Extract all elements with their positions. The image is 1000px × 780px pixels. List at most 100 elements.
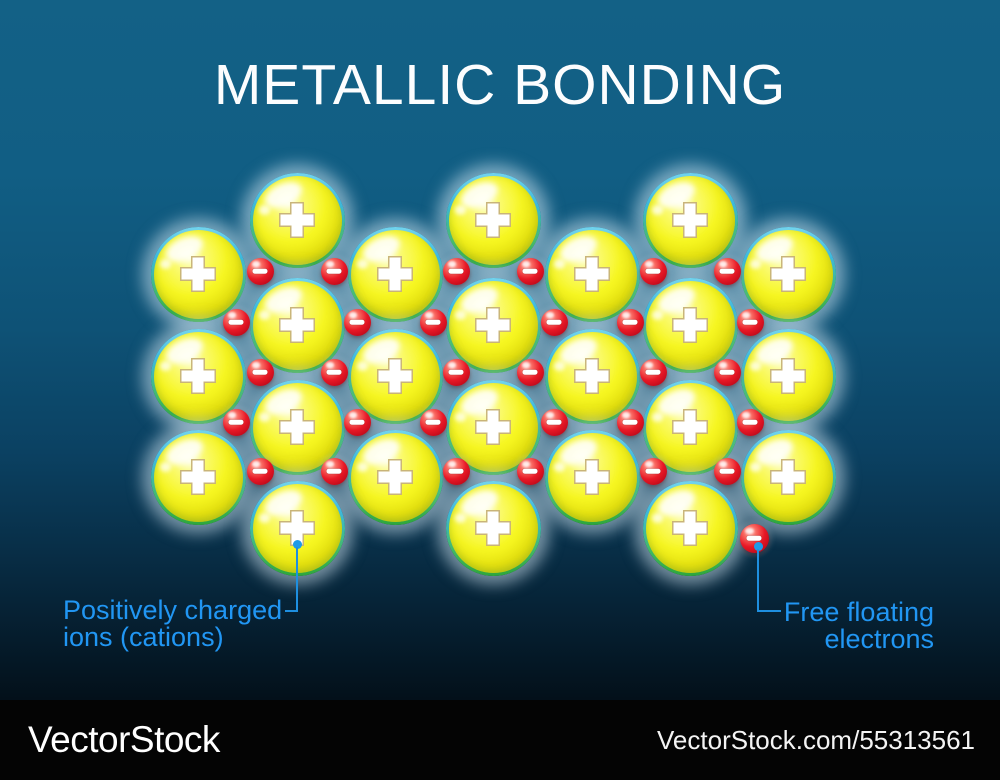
highlight-small [749,258,762,269]
cation-ion [150,328,246,424]
electron [222,408,250,436]
cation-ion [249,172,345,268]
highlight-small [454,204,467,215]
plus-icon [377,459,413,495]
plus-icon [475,202,511,238]
plus-icon [475,510,511,546]
plus-icon [574,459,610,495]
leader-dot [292,539,302,549]
electron [616,308,644,336]
cation-ion [544,328,640,424]
leader-dot [753,541,763,551]
minus-icon [719,268,735,274]
cations-label-line1: Positively charged [63,595,283,625]
electron [442,457,470,485]
electron [419,408,447,436]
electron [343,408,371,436]
electron [222,308,250,336]
plus-icon [279,202,315,238]
cation-ion [150,429,246,525]
minus-icon [746,535,762,541]
cation-ion [642,480,738,576]
cation-ion [347,328,443,424]
cation-ion [347,429,443,525]
minus-icon [349,419,365,425]
cation-ion [445,172,541,268]
electron [343,308,371,336]
electron [246,457,274,485]
plus-icon [672,202,708,238]
electron [713,358,741,386]
electron [442,257,470,285]
minus-icon [228,319,244,325]
minus-icon [448,268,464,274]
cation-ion [642,277,738,373]
electron [246,358,274,386]
highlight-small [553,258,566,269]
minus-icon [448,369,464,375]
plus-icon [377,256,413,292]
electron [516,457,544,485]
minus-icon [742,419,758,425]
electron [736,308,764,336]
minus-icon [425,319,441,325]
minus-icon [425,419,441,425]
electron [639,257,667,285]
leader-line-vertical [757,549,759,612]
electron [639,358,667,386]
highlight-small [553,360,566,371]
electron [320,257,348,285]
highlight-small [454,411,467,422]
cation-ion [445,277,541,373]
minus-icon [522,468,538,474]
leader-line-vertical [296,547,298,612]
minus-icon [546,319,562,325]
minus-icon [252,268,268,274]
image-credit: VectorStock.com/55313561 [657,724,975,755]
electron [516,358,544,386]
highlight-small [651,512,664,523]
cation-ion [544,429,640,525]
minus-icon [326,369,342,375]
electron [419,308,447,336]
leader-line-horizontal [285,610,297,612]
plus-icon [574,256,610,292]
minus-icon [622,319,638,325]
electron [320,358,348,386]
highlight-small [258,204,271,215]
minus-icon [228,419,244,425]
plus-icon [180,459,216,495]
vectorstock-logo: VectorStock [28,719,220,760]
highlight-small [454,309,467,320]
minus-icon [645,369,661,375]
cation-ion [150,226,246,322]
minus-icon [326,268,342,274]
electron [320,457,348,485]
plus-icon [279,510,315,546]
plus-icon [672,510,708,546]
plus-icon [180,256,216,292]
plus-icon [475,307,511,343]
free-electron [739,523,769,553]
plus-icon [770,459,806,495]
electron [540,308,568,336]
electrons-label-line2: electrons [824,624,934,654]
minus-icon [252,369,268,375]
electron [516,257,544,285]
electron [540,408,568,436]
plus-icon [770,358,806,394]
highlight-small [159,461,172,472]
cations-label-line2: ions (cations) [63,622,224,652]
highlight-small [356,360,369,371]
page-title: METALLIC BONDING [213,53,787,117]
plus-icon [279,409,315,445]
highlight-small [356,258,369,269]
minus-icon [719,468,735,474]
electron [616,408,644,436]
minus-icon [622,419,638,425]
cation-ion [740,429,836,525]
minus-icon [546,419,562,425]
electron [713,457,741,485]
highlight-small [258,512,271,523]
electrons-label: Free floating electrons [784,599,934,653]
